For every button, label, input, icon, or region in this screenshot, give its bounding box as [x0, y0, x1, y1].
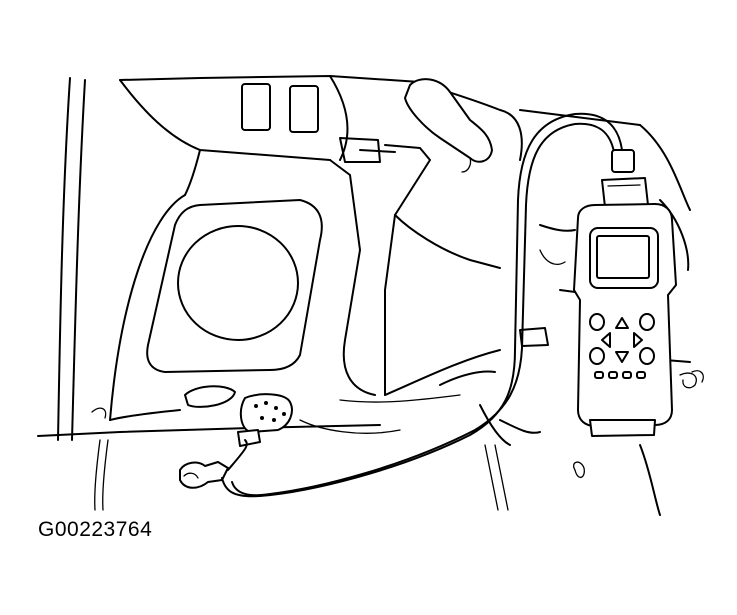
door-frame — [57, 77, 109, 511]
tool-arrow-down-icon — [615, 351, 629, 363]
hand — [404, 78, 493, 173]
dlc-connector — [237, 393, 293, 447]
vent-slot — [289, 85, 319, 133]
center-console — [299, 81, 541, 511]
tool-small-key — [636, 371, 646, 379]
speaker-housing — [146, 199, 323, 373]
tool-button — [639, 313, 655, 331]
tool-small-key — [608, 371, 618, 379]
tool-button — [589, 313, 605, 331]
tool-arrow-right-icon — [633, 332, 643, 348]
tool-button — [639, 347, 655, 365]
tool-cable-strain-relief — [611, 149, 635, 173]
tool-button — [589, 347, 605, 365]
right-panel — [519, 109, 704, 516]
dashboard-panel — [37, 75, 421, 437]
figure-id-caption: G00223764 — [38, 518, 153, 541]
scan-tool-handheld — [573, 149, 677, 437]
tool-screen — [596, 235, 650, 279]
tool-arrow-left-icon — [601, 332, 611, 348]
cable-plug — [179, 461, 229, 489]
tool-connector-head — [601, 177, 649, 208]
tool-arrow-up-icon — [615, 317, 629, 329]
tool-small-key — [622, 371, 632, 379]
vent-slot — [241, 83, 271, 131]
scan-tool-cable — [221, 112, 625, 498]
tool-small-key — [594, 371, 604, 379]
tool-bottom-clip — [589, 419, 656, 437]
speaker-cone — [177, 225, 299, 341]
